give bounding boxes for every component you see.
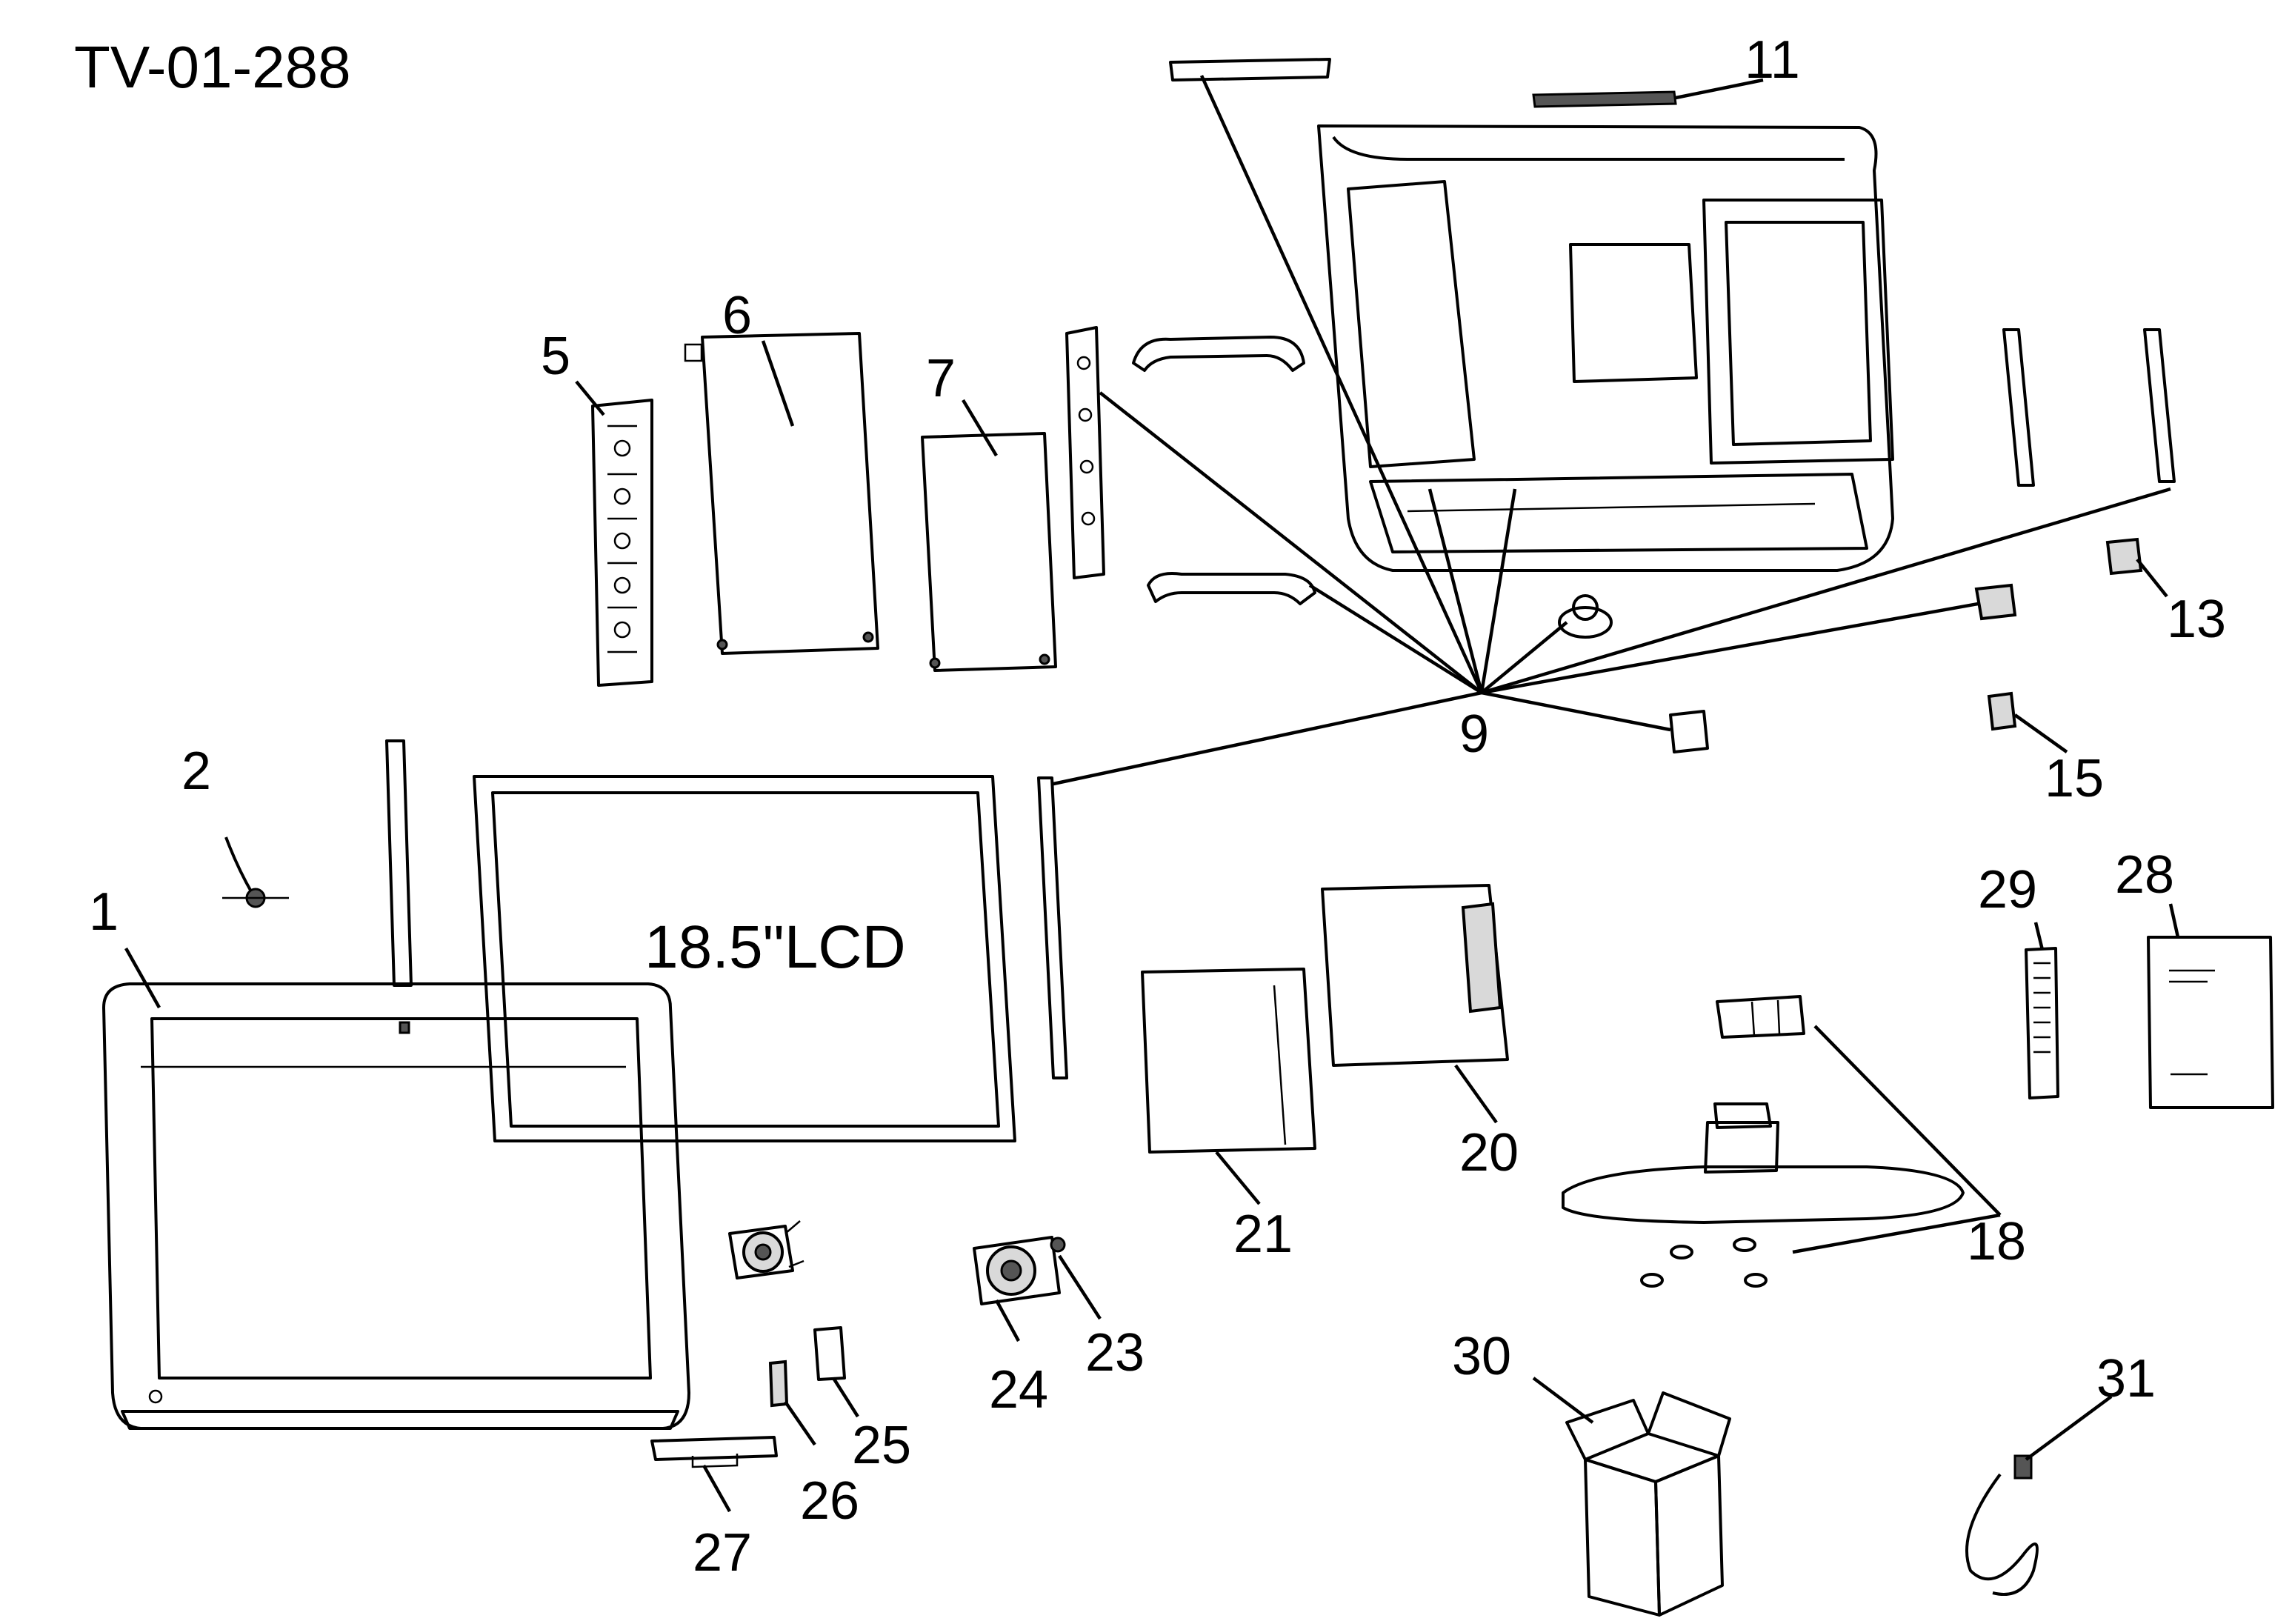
part-6-main-board (684, 332, 879, 655)
callout-6: 6 (722, 286, 752, 345)
upper-handle (1132, 336, 1305, 372)
top-bracket (1169, 58, 1331, 81)
speaker-left (728, 1220, 804, 1279)
callout-21: 21 (1233, 1205, 1293, 1264)
stand-base (1562, 1102, 1965, 1288)
callout-9: 9 (1459, 705, 1489, 764)
part-31-power-cord (1965, 1395, 2113, 1596)
part-9-leaders (1053, 75, 2171, 786)
callout-18: 18 (1967, 1212, 2026, 1271)
callout-2: 2 (181, 742, 211, 801)
part-13-bracket (2105, 537, 2168, 598)
callout-29: 29 (1978, 860, 2037, 919)
callout-13: 13 (2167, 590, 2226, 649)
callout-23: 23 (1085, 1323, 1145, 1382)
part-25-bracket (813, 1326, 859, 1418)
right-bracket-right (2143, 328, 2176, 483)
callout-20: 20 (1459, 1123, 1519, 1182)
callout-27: 27 (693, 1523, 752, 1583)
callout-24: 24 (989, 1360, 1048, 1420)
callout-labels: 1 2 5 6 7 9 11 13 15 18 20 21 23 24 25 2… (89, 30, 2226, 1583)
part-21-shield (1141, 968, 1316, 1205)
part-7-power-board (921, 432, 1057, 672)
callout-26: 26 (800, 1471, 859, 1531)
part-26-bracket (768, 1360, 816, 1446)
part-18-stand-bracket (1716, 995, 2002, 1254)
callout-25: 25 (852, 1416, 911, 1475)
leader-7 (962, 399, 998, 457)
callout-7: 7 (926, 349, 956, 408)
part-5-av-board (591, 399, 653, 687)
hardware-bracket (1669, 710, 1709, 753)
callout-28: 28 (2115, 845, 2174, 905)
part-23-speaker-bracket (1050, 1237, 1102, 1320)
leader-6 (761, 340, 795, 427)
part-1-front-bezel (102, 982, 690, 1430)
part-27-bracket (650, 1436, 778, 1513)
side-bracket-strip (385, 739, 413, 1034)
hardware-knob (1558, 594, 1613, 639)
part-15-clip (1987, 691, 2068, 753)
back-cover (1317, 124, 1894, 572)
part-29-remote (2025, 922, 2059, 1099)
part-28-manual (2147, 903, 2274, 1109)
key-board (1065, 326, 1105, 579)
hardware-clip (1974, 583, 2017, 621)
part-11-top-strip (1532, 78, 1764, 108)
lcd-panel: 18.5"LCD (473, 775, 1016, 1142)
part-2-screw (222, 836, 289, 908)
callout-31: 31 (2096, 1349, 2156, 1408)
lower-handle (1147, 572, 1316, 605)
callout-11: 11 (1745, 30, 1800, 90)
callout-1: 1 (89, 882, 119, 942)
leader-5 (575, 380, 605, 416)
part-30-box (1532, 1377, 1731, 1617)
callout-5: 5 (541, 327, 570, 386)
diagram-id: TV-01-288 (74, 34, 351, 100)
callout-15: 15 (2045, 749, 2104, 808)
right-bracket-left (2002, 328, 2035, 487)
lcd-side-strip (1037, 776, 1068, 1079)
leader-1 (124, 947, 161, 1009)
lcd-size-label: 18.5"LCD (644, 914, 906, 981)
callout-30: 30 (1452, 1327, 1511, 1386)
part-24-speaker (973, 1236, 1061, 1342)
part-20-shield (1321, 884, 1509, 1124)
